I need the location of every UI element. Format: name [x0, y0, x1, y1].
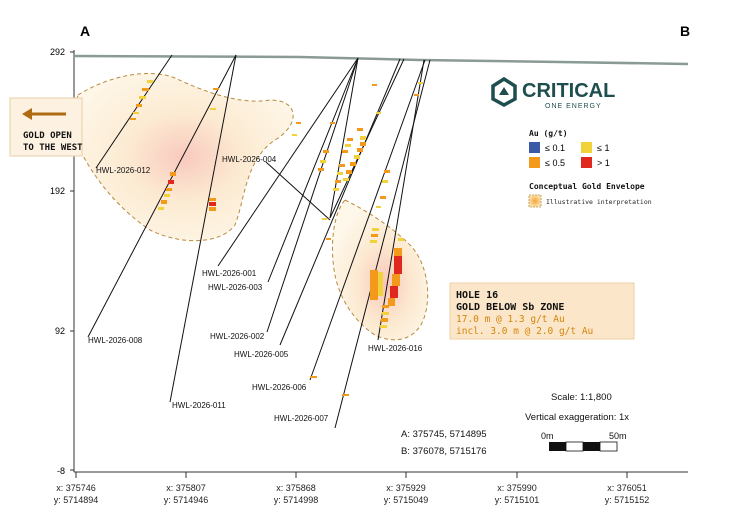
drill-hole-trace[interactable] [377, 59, 425, 341]
northing-label: y: 5715101 [495, 495, 540, 505]
drill-hole-label[interactable]: HWL-2026-016 [368, 344, 423, 353]
drill-hole-label[interactable]: HWL-2026-008 [88, 336, 143, 345]
elevation-ticks: 292 192 92 -8 [50, 47, 74, 476]
easting-label: x: 375990 [497, 483, 537, 493]
legend-swatch-moderate [529, 157, 540, 168]
endpoint-b: B: 376078, 5715176 [401, 446, 487, 457]
vertical-exaggeration: Vertical exaggeration: 1x [525, 412, 629, 423]
scale-text: Scale: 1:1,800 [551, 392, 612, 403]
logo-sub: ONE ENERGY [545, 103, 602, 110]
drill-hole-label[interactable]: HWL-2026-007 [274, 414, 329, 423]
easting-label: x: 375746 [56, 483, 96, 493]
drill-hole-label[interactable]: HWL-2026-011 [172, 401, 226, 410]
highlight-box [449, 282, 635, 340]
elevation-tick-label: 92 [55, 326, 65, 336]
elevation-tick-label: 292 [50, 47, 65, 57]
company-logo: CRITICAL ONE ENERGY [491, 76, 615, 110]
drill-hole-label[interactable]: HWL-2026-004 [222, 155, 277, 164]
topographic-surface [73, 54, 689, 66]
legend-swatch-high [581, 157, 592, 168]
scale-bar [549, 441, 618, 452]
logo-name: CRITICAL [522, 80, 615, 102]
drill-hole-label[interactable]: HWL-2026-005 [234, 350, 289, 359]
callout-line2: TO THE WEST [23, 143, 83, 153]
drill-hole-trace[interactable] [87, 54, 237, 338]
drill-hole-trace[interactable] [329, 57, 359, 219]
legend-swatch-mid [581, 142, 592, 153]
endpoint-a: A: 375745, 5714895 [401, 429, 487, 440]
drill-hole-trace[interactable] [309, 59, 426, 381]
section-end-b: B [680, 23, 690, 39]
legend-envelope-swatch [528, 194, 542, 208]
legend-label: ≤ 0.1 [545, 143, 565, 153]
label-leader [265, 161, 331, 221]
assay-intervals [130, 80, 423, 396]
highlight-line4: incl. 3.0 m @ 2.0 g/t Au [456, 326, 593, 337]
logo-mark-icon [491, 76, 517, 107]
highlight-line3: 17.0 m @ 1.3 g/t Au [456, 314, 565, 325]
gold-envelope-west [74, 73, 294, 242]
drill-hole-label[interactable]: HWL-2026-001 [202, 269, 257, 278]
legend-envelope-title: Conceptual Gold Envelope [529, 182, 645, 191]
callout-line1: GOLD OPEN [23, 131, 72, 141]
easting-labels: x: 375746 y: 5714894 x: 375807 y: 571494… [54, 483, 650, 505]
drill-hole-trace[interactable] [329, 58, 405, 219]
legend-title: Au (g/t) [529, 129, 568, 138]
drill-hole-trace[interactable] [267, 57, 359, 283]
elevation-tick-label: -8 [57, 466, 65, 476]
easting-label: x: 376051 [607, 483, 647, 493]
northing-label: y: 5715152 [605, 495, 650, 505]
scale-bar-end: 50m [609, 431, 627, 441]
hole16-highlight: HOLE 16 GOLD BELOW Sb ZONE 17.0 m @ 1.3 … [449, 282, 635, 340]
section-end-a: A [80, 23, 90, 39]
elevation-tick-label: 192 [50, 186, 65, 196]
drill-hole-label[interactable]: HWL-2026-012 [96, 166, 151, 175]
legend-swatch-low [529, 142, 540, 153]
scale-bar-start: 0m [541, 431, 554, 441]
scale-block: Scale: 1:1,800 Vertical exaggeration: 1x… [525, 392, 629, 452]
drill-hole-trace[interactable] [169, 54, 237, 403]
highlight-line1: HOLE 16 [456, 290, 498, 301]
drill-hole-trace[interactable] [217, 57, 359, 267]
drill-hole-label[interactable]: HWL-2026-003 [208, 283, 263, 292]
drill-hole-label[interactable]: HWL-2026-006 [252, 383, 307, 392]
legend: Au (g/t) ≤ 0.1 ≤ 1 ≤ 0.5 > 1 Conceptual … [528, 129, 652, 208]
drill-hole-label[interactable]: HWL-2026-002 [210, 332, 265, 341]
legend-label: ≤ 1 [597, 143, 609, 153]
drill-holes [87, 54, 431, 429]
highlight-line2: GOLD BELOW Sb ZONE [456, 302, 564, 313]
drill-hole-trace[interactable] [95, 54, 173, 169]
drill-hole-trace[interactable] [266, 57, 359, 333]
northing-label: y: 5714946 [164, 495, 209, 505]
easting-label: x: 375868 [276, 483, 316, 493]
easting-label: x: 375929 [386, 483, 426, 493]
legend-label: > 1 [597, 158, 610, 168]
legend-envelope-label: Illustrative interpretation [546, 198, 652, 206]
drill-hole-trace[interactable] [279, 58, 401, 346]
northing-label: y: 5715049 [384, 495, 429, 505]
northing-label: y: 5714998 [274, 495, 319, 505]
gold-envelope-east [331, 199, 429, 341]
gold-open-west-callout: GOLD OPEN TO THE WEST [9, 97, 83, 157]
northing-label: y: 5714894 [54, 495, 99, 505]
legend-label: ≤ 0.5 [545, 158, 565, 168]
easting-ticks [75, 472, 628, 478]
easting-label: x: 375807 [166, 483, 206, 493]
west-arrow-icon [22, 108, 32, 120]
